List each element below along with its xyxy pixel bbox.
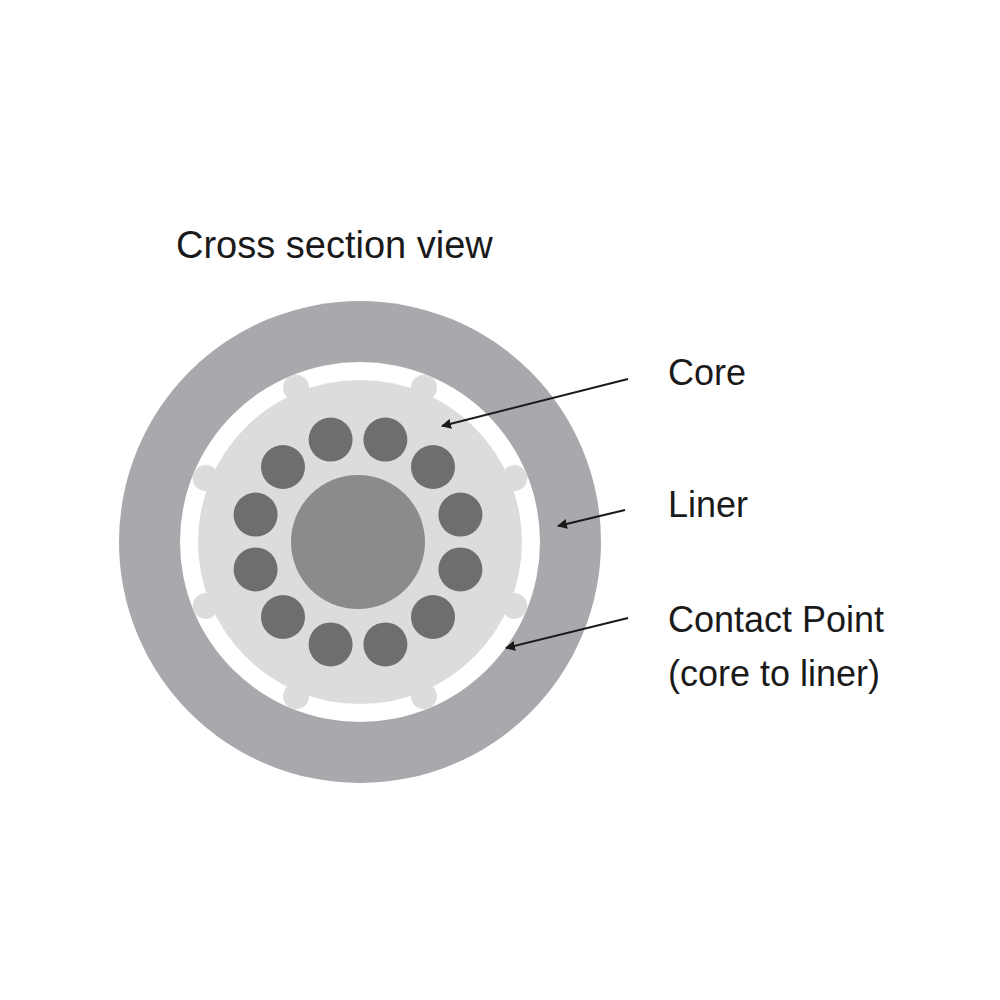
core-contact-ribs [193,375,528,710]
contact-leader [506,618,628,648]
core-body [198,380,522,704]
strand [438,547,482,591]
core-center [291,475,425,609]
core-leader [442,379,628,426]
core-strands [234,418,483,667]
liner-ring [119,301,601,783]
strand [261,595,305,639]
strand [363,418,407,462]
strand [261,445,305,489]
strand [309,622,353,666]
strand [438,493,482,537]
diagram-title: Cross section view [176,217,493,274]
strand [363,622,407,666]
strand [411,595,455,639]
callout-label: Core [668,346,746,400]
liner-leader [558,510,625,526]
strand [309,418,353,462]
strand [234,547,278,591]
liner-gap [180,362,540,722]
strand [411,445,455,489]
callout-label: Liner [668,478,748,532]
callout-label: Contact Point (core to liner) [668,593,948,701]
strand [234,493,278,537]
